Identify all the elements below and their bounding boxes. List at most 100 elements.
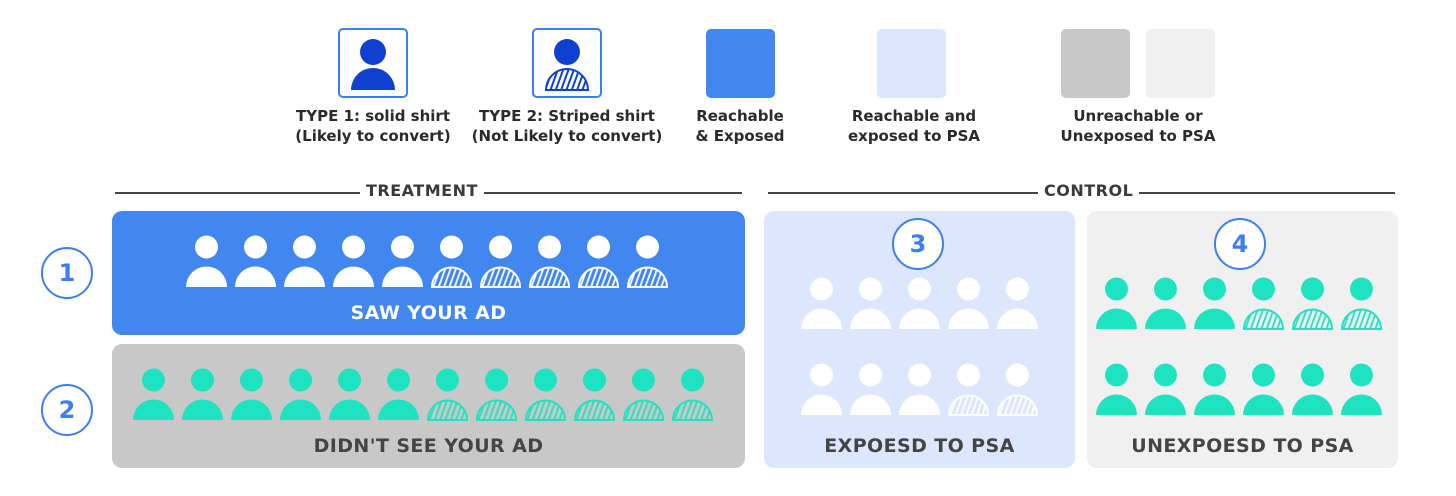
group-2-label: DIDN'T SEE YOUR AD — [313, 435, 544, 457]
group-3-people-row-1 — [800, 277, 1045, 331]
legend-unreachable-text: Unreachable or Unexposed to PSA — [1048, 106, 1228, 146]
person — [626, 235, 669, 289]
person — [1291, 363, 1334, 417]
legend-type2-text: TYPE 2: Striped shirt (Not Likely to con… — [467, 106, 667, 146]
legend-type1-line2: (Likely to convert) — [295, 127, 451, 145]
person-solid-icon — [333, 235, 374, 287]
person-solid-icon — [899, 277, 940, 329]
legend-psa-line1: Reachable and — [851, 107, 977, 125]
group-3-panel: 3 EXPOESD TO PSA — [764, 211, 1075, 468]
person-striped-icon — [996, 363, 1039, 416]
person-solid-icon — [133, 368, 174, 420]
group-2-people — [132, 368, 720, 422]
legend-type2-line1: TYPE 2: Striped shirt — [479, 107, 655, 125]
group-4-people-row-2 — [1095, 363, 1389, 417]
person — [132, 368, 175, 422]
person-striped-icon — [426, 368, 469, 421]
person-solid-icon — [850, 363, 891, 415]
person-striped-icon — [622, 368, 665, 421]
person-striped-icon — [671, 368, 714, 421]
person-solid-icon — [1243, 363, 1284, 415]
legend-reachable-swatch — [706, 29, 775, 98]
person — [947, 363, 990, 417]
person — [671, 368, 714, 422]
legend-unreachable-line2: Unexposed to PSA — [1060, 127, 1216, 145]
treatment-heading: TREATMENT — [360, 181, 484, 201]
person-striped-icon — [430, 235, 473, 288]
person — [947, 277, 990, 331]
person — [524, 368, 567, 422]
person — [479, 235, 522, 289]
legend-reachable-line2: & Exposed — [695, 127, 785, 145]
person-solid-icon — [1194, 277, 1235, 329]
person-solid-icon — [378, 368, 419, 420]
control-heading: CONTROL — [1038, 181, 1140, 201]
person-striped-icon — [577, 235, 620, 288]
person-solid-icon — [1145, 363, 1186, 415]
person-striped-icon — [475, 368, 518, 421]
legend-unreachable-line1: Unreachable or — [1073, 107, 1203, 125]
person — [430, 235, 473, 289]
group-4-label: UNEXPOESD TO PSA — [1131, 435, 1354, 457]
person — [328, 368, 371, 422]
person-solid-icon — [231, 368, 272, 420]
person-solid-icon — [1145, 277, 1186, 329]
person — [622, 368, 665, 422]
legend-type1-swatch — [338, 28, 408, 98]
person-striped-icon — [1291, 277, 1334, 330]
person — [573, 368, 616, 422]
person — [377, 368, 420, 422]
person — [1144, 277, 1187, 331]
group-1-people — [185, 235, 675, 289]
legend-type1-text: TYPE 1: solid shirt (Likely to convert) — [293, 106, 453, 146]
person-solid-icon — [1194, 363, 1235, 415]
person — [426, 368, 469, 422]
legend-unreachable-swatch-gray — [1061, 29, 1130, 98]
person — [898, 363, 941, 417]
group-2-number: 2 — [41, 384, 93, 436]
person — [1095, 363, 1138, 417]
person — [1242, 363, 1285, 417]
person-solid-icon — [1096, 363, 1137, 415]
person-solid-icon — [186, 235, 227, 287]
person-striped-icon — [524, 368, 567, 421]
person — [1095, 277, 1138, 331]
person — [475, 368, 518, 422]
person — [230, 368, 273, 422]
person — [996, 277, 1039, 331]
person — [849, 363, 892, 417]
person — [279, 368, 322, 422]
person-solid-icon — [182, 368, 223, 420]
group-3-people-row-2 — [800, 363, 1045, 417]
person — [849, 277, 892, 331]
person — [1193, 363, 1236, 417]
legend-type1-line1: TYPE 1: solid shirt — [295, 107, 450, 125]
legend-psa-swatch — [877, 29, 946, 98]
person — [800, 363, 843, 417]
legend-psa-line2: exposed to PSA — [847, 127, 981, 145]
person-solid-icon — [280, 368, 321, 420]
person-solid-icon — [1292, 363, 1333, 415]
person — [185, 235, 228, 289]
group-4-panel: 4 UNEXPOESD TO PSA — [1087, 211, 1398, 468]
legend-reachable-line1: Reachable — [696, 107, 784, 125]
person-striped-icon — [947, 363, 990, 416]
person — [234, 235, 277, 289]
person — [577, 235, 620, 289]
legend-psa-text: Reachable and exposed to PSA — [834, 106, 994, 146]
group-3-label: EXPOESD TO PSA — [824, 435, 1015, 457]
person-striped-icon — [1340, 277, 1383, 330]
person-solid-icon — [948, 277, 989, 329]
person-solid-icon — [1341, 363, 1382, 415]
person — [1193, 277, 1236, 331]
group-1-number: 1 — [41, 247, 93, 299]
person — [528, 235, 571, 289]
legend-type2-line2: (Not Likely to convert) — [471, 127, 663, 145]
person-striped-icon — [479, 235, 522, 288]
person-solid-icon — [850, 277, 891, 329]
person-solid-icon — [284, 235, 325, 287]
group-2-panel: DIDN'T SEE YOUR AD — [112, 344, 745, 468]
group-3-number: 3 — [892, 218, 944, 270]
person — [381, 235, 424, 289]
group-1-label: SAW YOUR AD — [350, 302, 507, 324]
